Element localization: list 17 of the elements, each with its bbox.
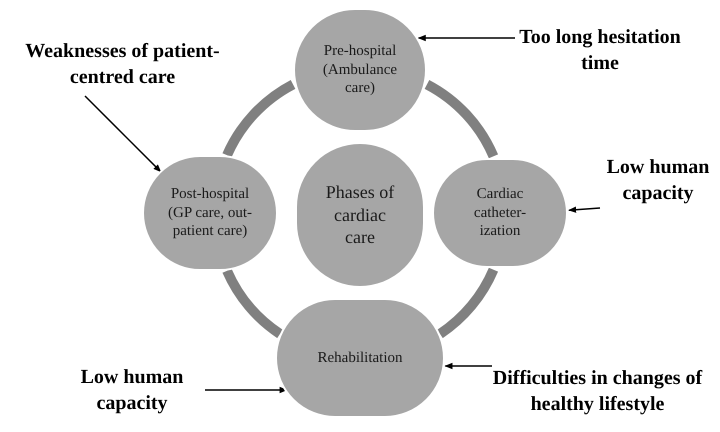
ring-arc xyxy=(437,267,498,338)
phase-label: Post-hospital (GP care, out-patient care) xyxy=(168,184,252,242)
arrow xyxy=(444,362,492,370)
callout-text: Weaknesses of patient-centred care xyxy=(15,36,230,92)
callout-text: Low human capacity xyxy=(62,362,202,418)
callout-text: Difficulties in changes of healthy lifestyle xyxy=(490,350,705,432)
ring-arc xyxy=(222,268,283,338)
phase-label: Cardiac catheter-ization xyxy=(472,184,528,242)
arrow xyxy=(418,34,515,42)
arrow xyxy=(568,206,600,213)
callout-text: Low human capacity xyxy=(596,152,720,208)
phase-label: Phases of cardiac care xyxy=(324,181,396,249)
phase-label: Rehabilitation xyxy=(318,348,402,368)
ring-arc xyxy=(424,80,498,159)
arrow xyxy=(84,95,162,172)
callout-text: Too long hesitation time xyxy=(515,22,685,78)
phase-label: Pre-hospital (Ambulance care) xyxy=(322,42,398,98)
